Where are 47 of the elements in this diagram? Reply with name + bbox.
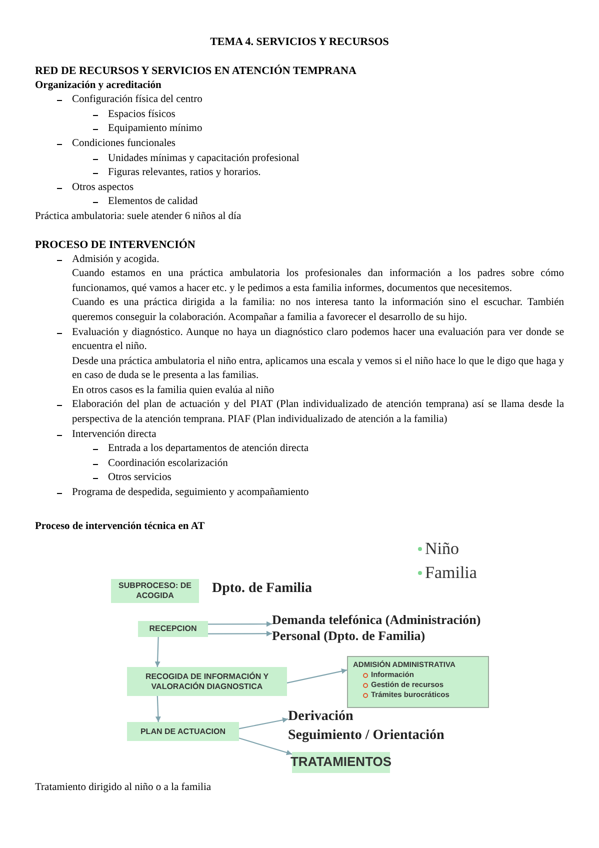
paragraph: Cuando estamos en una práctica ambulatoria los profesionales dan información a los padres sobre cómo funcionamos, qué vamos a hacer etc. y le pedimos a esta familia informes, documentos que necesitemos. (72, 267, 564, 296)
paragraph: En otros casos es la familia quien evalúa al niño (72, 384, 276, 398)
arrow (208, 621, 272, 627)
subheading: Proceso de intervención técnica en AT (35, 520, 205, 534)
flow-text: Derivación (288, 708, 354, 726)
section-heading: RED DE RECURSOS Y SERVICIOS EN ATENCIÓN TEMPRANA (35, 64, 358, 79)
paragraph: Tratamiento dirigido al niño o a la familia (35, 781, 212, 795)
list-item: Evaluación y diagnóstico. Aunque no haya un diagnóstico claro podemos hacer una evaluación para ver donde se encuentra el niño. (72, 326, 564, 354)
flow-text: Demanda telefónica (Administración) (272, 612, 504, 628)
list-item: Otros aspectos (72, 180, 135, 195)
list-item: Configuración física del centro (72, 93, 204, 108)
arrow (155, 696, 161, 722)
list-item: Figuras relevantes, ratios y horarios. (108, 166, 262, 180)
process-box: SUBPROCESO: DE ACOGIDA (111, 579, 199, 603)
list-item: Condiciones funcionales (72, 136, 177, 151)
arrow (154, 636, 160, 668)
page-title: TEMA 4. SERVICIOS Y RECURSOS (209, 35, 390, 50)
process-box: TRATAMIENTOS (292, 752, 390, 773)
arrow (286, 668, 348, 684)
arrow (238, 738, 292, 756)
arrow (208, 630, 272, 636)
info-box (347, 656, 489, 708)
list-item: Elaboración del plan de actuación y del PIAT (Plan individualizado de atención temprana) así se llama desde la perspectiva de la atención temprana. PIAF (Plan individualizado de atención a la familia) (72, 398, 564, 428)
list-item: Otros servicios (108, 471, 172, 486)
list-item: Equipamiento mínimo (108, 122, 204, 136)
list-item: Admisión y acogida. (72, 252, 160, 267)
arrow (238, 717, 288, 730)
bullet-item: Familia (418, 562, 477, 584)
paragraph: Desde una práctica ambulatoria el niño entra, aplicamos una escala y vemos si el niño hace lo que le digo que haga y en caso de duda se le presenta a las familias. (72, 354, 564, 384)
list-item: Programa de despedida, seguimiento y acompañamiento (72, 486, 310, 500)
bullet-item: Niño (418, 538, 459, 560)
paragraph: Cuando es una práctica dirigida a la familia: no nos interesa tanto la información sino el escuchar. También queremos conseguir la colaboración. Acompañar a familia a favorecer el desarrollo de su hijo. (72, 296, 564, 325)
subheading: Organización y acreditación (35, 78, 162, 93)
flow-text: Seguimiento / Orientación (288, 727, 446, 745)
list-item: Intervención directa (72, 428, 158, 442)
process-box: PLAN DE ACTUACION (127, 722, 239, 741)
list-item: Coordinación escolarización (108, 456, 229, 471)
paragraph: Práctica ambulatoria: suele atender 6 niños al día (35, 210, 242, 224)
beside-text: Dpto. de Familia (212, 582, 312, 597)
list-item: Espacios físicos (108, 108, 176, 122)
list-item: Unidades mínimas y capacitación profesional (108, 152, 300, 166)
list-item: Entrada a los departamentos de atención directa (108, 442, 310, 456)
section-heading: PROCESO DE INTERVENCIÓN (35, 238, 196, 253)
flow-text: Personal (Dpto. de Familia) (272, 628, 504, 644)
list-item: Elementos de calidad (108, 195, 199, 210)
process-box: RECOGIDA DE INFORMACIÓN Y VALORACIÓN DIAGNOSTICA (127, 667, 287, 696)
process-box: RECEPCION (138, 621, 208, 637)
